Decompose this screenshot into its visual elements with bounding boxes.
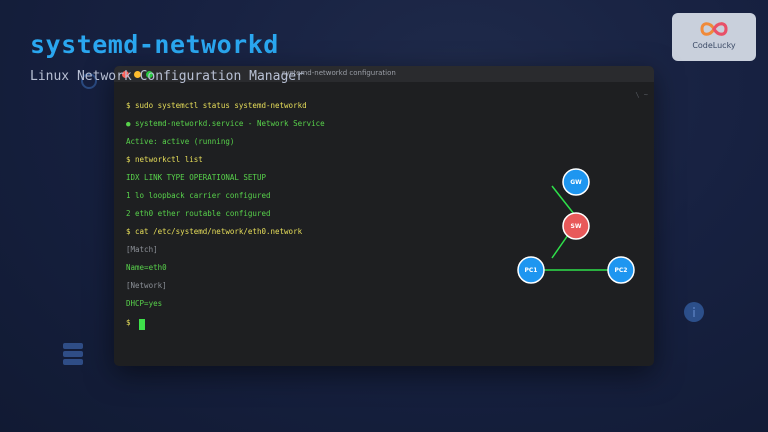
terminal-line: $ sudo systemctl status systemd-networkd [126, 101, 307, 110]
terminal-cursor[interactable] [139, 319, 145, 330]
terminal-line: Name=eth0 [126, 263, 167, 272]
page-subtitle: Linux Network Configuration Manager [30, 69, 304, 84]
node-gw[interactable]: GW [562, 168, 590, 196]
node-pc1[interactable]: PC1 [517, 256, 545, 284]
infinity-logo-icon [700, 22, 728, 36]
node-sw[interactable]: SW [562, 212, 590, 240]
terminal-line: $ cat /etc/systemd/network/eth0.network [126, 227, 303, 236]
network-diagram: GW SW PC1 PC2 [517, 168, 635, 284]
logo-text: CodeLucky [692, 41, 736, 50]
server-stack-icon [63, 343, 83, 371]
svg-text:SW: SW [571, 223, 582, 230]
terminal-title: systemd-networkd configuration [282, 69, 396, 77]
close-dot-icon[interactable] [122, 71, 129, 78]
svg-text:PC2: PC2 [615, 267, 628, 274]
terminal-line: IDX LINK TYPE OPERATIONAL SETUP [126, 173, 266, 182]
node-pc2[interactable]: PC2 [607, 256, 635, 284]
terminal-line: [Match] [126, 245, 158, 254]
terminal-line: Active: active (running) [126, 137, 235, 146]
codelucky-logo: CodeLucky [672, 13, 756, 61]
terminal-line: 1 lo loopback carrier configured [126, 191, 271, 200]
terminal-line: [Network] [126, 281, 167, 290]
maximize-dot-icon[interactable] [146, 71, 153, 78]
terminal-line: $ networkctl list [126, 155, 203, 164]
terminal-line: ● systemd-networkd.service - Network Ser… [126, 119, 325, 128]
page-title: systemd-networkd [30, 30, 279, 59]
svg-text:PC1: PC1 [525, 267, 538, 274]
svg-text:GW: GW [570, 179, 582, 186]
terminal-line: 2 eth0 ether routable configured [126, 209, 271, 218]
link-gw-sw [551, 185, 575, 215]
info-icon [684, 302, 704, 326]
globe-icon [80, 72, 98, 94]
minimize-dot-icon[interactable] [134, 71, 141, 78]
terminal-prompt: $ [126, 318, 131, 327]
terminal-title-bar[interactable]: systemd-networkd configuration [114, 66, 654, 82]
terminal-corner-mark: \ ~ [635, 91, 648, 99]
link-sw-pc1 [551, 234, 569, 259]
terminal-window[interactable]: systemd-networkd configuration \ ~ $ sud… [114, 66, 654, 366]
terminal-line: DHCP=yes [126, 299, 163, 308]
